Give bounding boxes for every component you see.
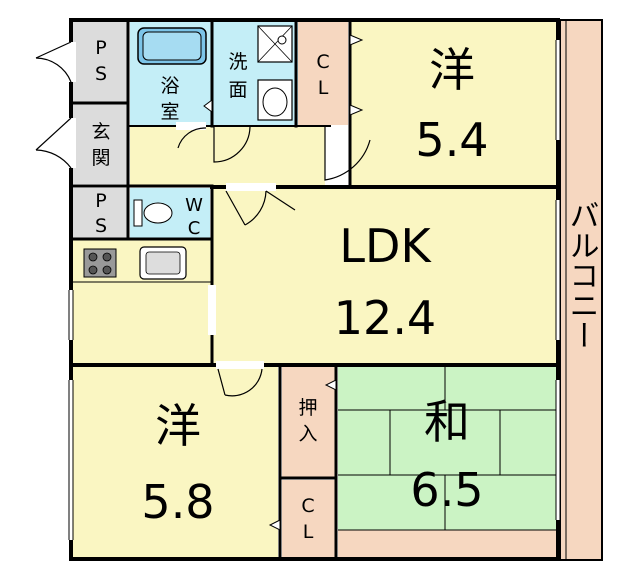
japanese-size: 6.5 <box>410 463 483 517</box>
bath-label-2: 室 <box>160 101 179 123</box>
ps-mid-label-1: P <box>95 190 106 212</box>
closet-bottom <box>282 480 335 557</box>
western1-name: 洋 <box>429 43 475 97</box>
oshiire-closet <box>282 367 335 477</box>
engawa <box>338 530 556 557</box>
western2-size: 5.8 <box>141 475 214 529</box>
tatami-lines <box>338 367 556 531</box>
closet-top <box>298 22 348 125</box>
ps-mid-label-2: S <box>95 215 107 237</box>
ldk-name: LDK <box>339 219 432 273</box>
western2-name: 洋 <box>155 399 201 453</box>
bathtub-icon <box>137 27 207 65</box>
balcony-label: バルコニー <box>564 200 599 350</box>
closet-top-label-2: L <box>318 77 329 99</box>
ps-mid <box>73 188 128 238</box>
western-room-2 <box>73 367 278 557</box>
toilet-label-2: C <box>188 218 201 239</box>
oshiire-label-2: 入 <box>298 423 317 445</box>
japanese-room <box>338 367 556 530</box>
entrance-label-1: 玄 <box>91 121 110 143</box>
hallway <box>130 125 325 185</box>
closet-markers <box>203 34 364 531</box>
door-swings <box>35 41 371 397</box>
ps-top <box>73 22 128 102</box>
japanese-name: 和 <box>424 395 470 449</box>
washbasin-icon <box>257 25 293 63</box>
windows <box>68 40 561 540</box>
washroom-label-2: 面 <box>228 79 247 101</box>
bath-label-1: 浴 <box>160 75 179 97</box>
closet-top-label-1: C <box>316 51 329 73</box>
oshiire-label-1: 押 <box>298 397 317 419</box>
western-room-1 <box>350 22 556 185</box>
closet-bottom-label-2: L <box>303 521 314 543</box>
toilet-label-1: W <box>185 195 203 216</box>
entrance-label-2: 関 <box>91 147 110 169</box>
door-openings <box>66 42 276 369</box>
stove-icon <box>83 248 117 278</box>
kitchen-sink-icon <box>139 246 187 280</box>
washroom-label-1: 洗 <box>228 51 247 73</box>
toilet-icon <box>133 199 173 227</box>
ps-top-label-1: P <box>95 37 106 59</box>
ps-top-label-2: S <box>95 63 107 85</box>
western1-size: 5.4 <box>415 113 488 167</box>
ldk-size: 12.4 <box>334 291 436 345</box>
closet-bottom-label-1: C <box>301 495 314 517</box>
ldk-room <box>213 188 556 363</box>
entrance <box>73 104 128 184</box>
washing-machine-icon <box>257 79 293 121</box>
